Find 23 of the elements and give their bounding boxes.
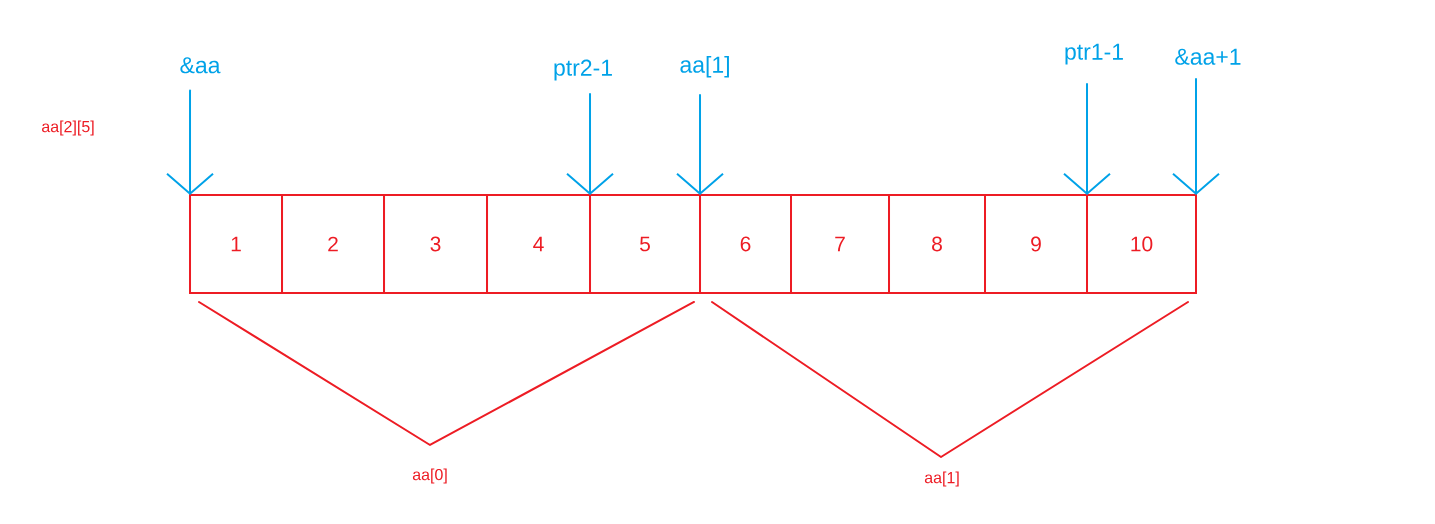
arrow xyxy=(1063,83,1111,195)
array-label: aa[2][5] xyxy=(42,120,94,136)
array-cell: 4 xyxy=(486,194,591,294)
array-cell: 1 xyxy=(189,194,283,294)
arrow xyxy=(566,93,614,195)
array-cell: 6 xyxy=(699,194,792,294)
bracket-label: aa[1] xyxy=(924,471,959,487)
pointer-label: &aa xyxy=(180,57,221,74)
arrow xyxy=(1172,78,1220,195)
pointer-label: aa[1] xyxy=(680,56,729,78)
array-cell: 8 xyxy=(888,194,986,294)
array-cell: 5 xyxy=(589,194,701,294)
array-cell: 10 xyxy=(1086,194,1197,294)
array-cell: 2 xyxy=(281,194,385,294)
arrow xyxy=(676,94,724,195)
array-cell: 9 xyxy=(984,194,1088,294)
array-cell: 7 xyxy=(790,194,890,294)
arrow xyxy=(166,89,214,195)
pointer-label: ptr2-1 xyxy=(554,59,612,81)
pointer-label: ptr1-1 xyxy=(1065,43,1123,65)
pointer-label: &aa+1 xyxy=(1175,48,1241,65)
bracket-label: aa[0] xyxy=(412,468,447,484)
array-cell: 3 xyxy=(383,194,488,294)
